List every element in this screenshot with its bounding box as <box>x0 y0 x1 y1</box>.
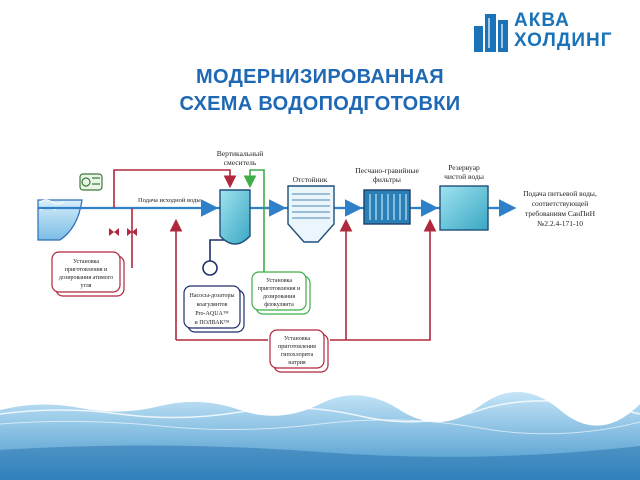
filters-label-1: Песчано-гравийные <box>355 166 419 175</box>
building-logo-icon <box>474 14 508 52</box>
reagent-lines-red <box>113 169 437 341</box>
svg-text:гипохлорита: гипохлорита <box>281 352 314 358</box>
water-source <box>37 199 83 241</box>
svg-text:коагулянтов: коагулянтов <box>197 302 228 308</box>
pump-station-icon <box>79 173 103 191</box>
svg-text:Насосы-дозаторы: Насосы-дозаторы <box>189 293 234 299</box>
vertical-mixer: Вертикальный смеситель <box>217 149 263 245</box>
svg-text:угля: угля <box>81 283 92 289</box>
settler: Отстойник <box>287 175 335 243</box>
title-line1: МОДЕРНИЗИРОВАННАЯ <box>196 66 444 88</box>
output-label: Подача питьевой воды, соответствующей тр… <box>523 189 597 228</box>
logo-text-line1: АКВА <box>514 10 570 31</box>
clean-water-reservoir: Резервуар чистой воды <box>439 163 489 231</box>
svg-text:требованиям СанПиН: требованиям СанПиН <box>525 209 596 218</box>
water-wave-decoration <box>0 391 640 480</box>
svg-text:Установка: Установка <box>284 336 310 342</box>
hypochlorite-dosing-box: Установка приготовления гипохлорита натр… <box>269 329 329 373</box>
svg-text:Pro-AQUA™: Pro-AQUA™ <box>195 311 229 317</box>
coagulant-pumps-box: Насосы-дозаторы коагулянтов Pro-AQUA™ и … <box>183 285 245 333</box>
logo-text-line2: ХОЛДИНГ <box>514 30 613 51</box>
reservoir-label-1: Резервуар <box>448 163 480 172</box>
intake-label: Подача исходной воды <box>138 197 201 204</box>
flocculant-dosing-box: Установка приготовления и дозирования фл… <box>251 271 311 315</box>
carbon-dosing-box: Установка приготовления и дозирования ат… <box>51 251 125 297</box>
svg-text:№2.2.4-171-10: №2.2.4-171-10 <box>537 219 583 228</box>
svg-text:Установка: Установка <box>73 259 99 265</box>
flocculant-line <box>243 169 265 272</box>
svg-text:и ПОЛВАК™: и ПОЛВАК™ <box>195 320 230 326</box>
mixer-label-2: смеситель <box>224 158 257 167</box>
settler-label: Отстойник <box>293 175 328 184</box>
svg-text:натрия: натрия <box>288 360 306 366</box>
svg-text:Установка: Установка <box>266 278 292 284</box>
mixer-label-1: Вертикальный <box>217 149 263 158</box>
company-logo: АКВА ХОЛДИНГ <box>470 8 630 54</box>
svg-text:дозирования атимого: дозирования атимого <box>59 275 113 281</box>
svg-text:приготовления: приготовления <box>278 344 316 350</box>
page-title: МОДЕРНИЗИРОВАННАЯ СХЕМА ВОДОПОДГОТОВКИ <box>0 64 640 118</box>
svg-text:приготовления и: приготовления и <box>258 286 301 292</box>
reservoir-label-2: чистой воды <box>444 172 484 181</box>
svg-text:соответствующей: соответствующей <box>532 199 589 208</box>
filters-label-2: фильтры <box>373 175 401 184</box>
sand-gravel-filters: Песчано-гравийные фильтры <box>355 166 419 225</box>
title-line2: СХЕМА ВОДОПОДГОТОВКИ <box>179 93 461 115</box>
valve-icons <box>109 228 137 236</box>
svg-text:флокулянта: флокулянта <box>264 301 294 308</box>
svg-text:приготовления и: приготовления и <box>65 267 108 273</box>
svg-text:Подача питьевой воды,: Подача питьевой воды, <box>523 189 597 198</box>
svg-text:дозирования: дозирования <box>263 294 295 300</box>
dosing-pump-icon <box>202 260 218 276</box>
